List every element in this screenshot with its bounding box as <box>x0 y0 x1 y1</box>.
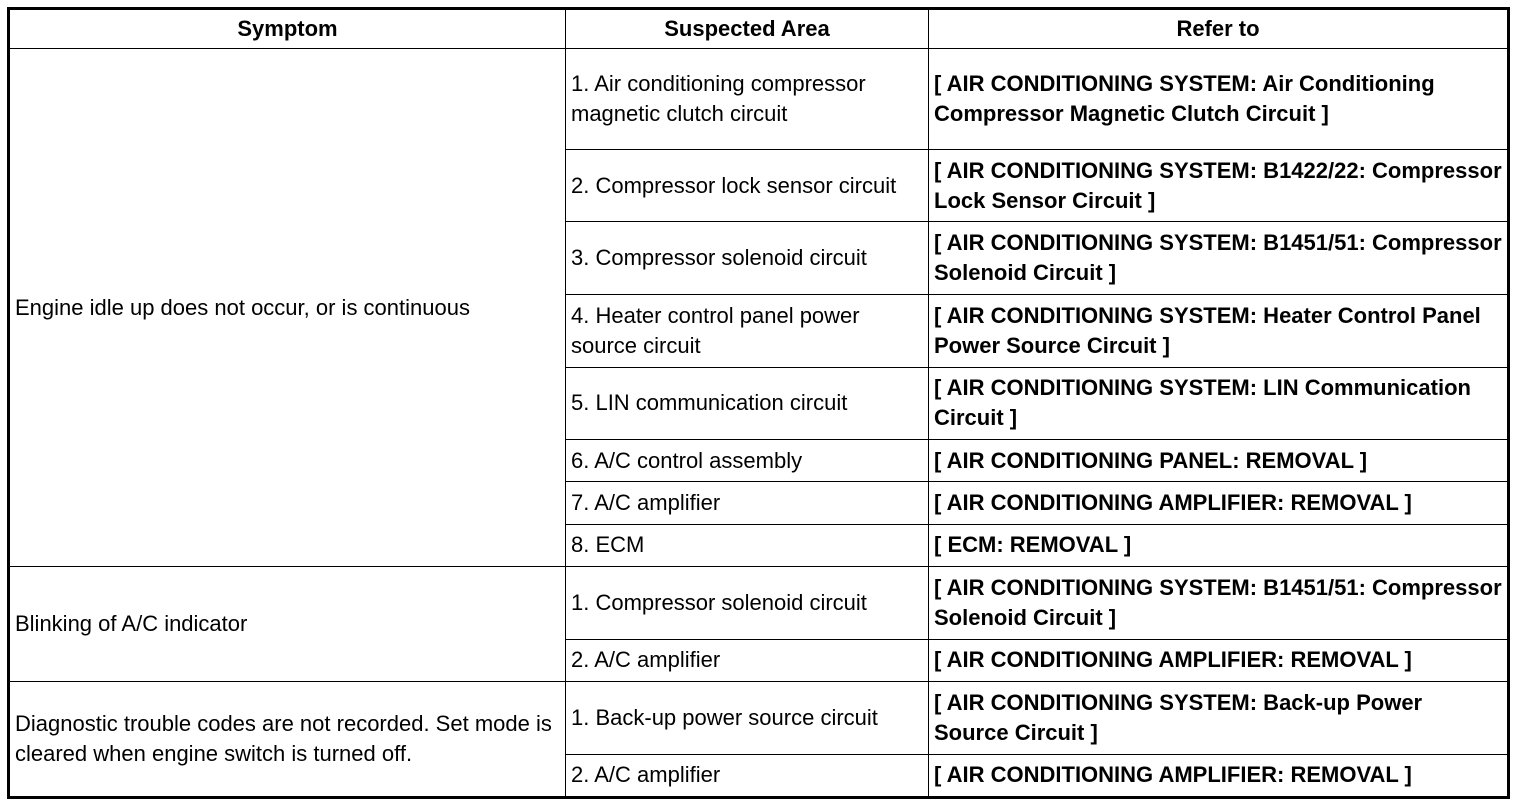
suspected-area-cell: 4. Heater control panel power source cir… <box>565 293 929 368</box>
table-row: 8. ECM [ ECM: REMOVAL ] <box>9 523 1509 568</box>
header-symptom: Symptom <box>8 8 566 49</box>
suspected-area-cell: 5. LIN communication circuit <box>565 366 929 441</box>
refer-to-cell: [ AIR CONDITIONING SYSTEM: Heater Contro… <box>928 293 1509 368</box>
suspected-area-cell: 1. Compressor solenoid circuit <box>565 566 929 640</box>
table-row: 2. A/C amplifier [ AIR CONDITIONING AMPL… <box>9 753 1509 799</box>
header-refer-to: Refer to <box>928 8 1509 49</box>
table-row: 7. A/C amplifier [ AIR CONDITIONING AMPL… <box>9 481 1509 525</box>
refer-to-cell: [ AIR CONDITIONING SYSTEM: B1422/22: Com… <box>928 148 1509 223</box>
table-row: Diagnostic trouble codes are not recorde… <box>8 681 1509 798</box>
refer-to-cell: [ AIR CONDITIONING SYSTEM: Back-up Power… <box>928 681 1509 755</box>
symptom-cell: Engine idle up does not occur, or is con… <box>8 47 566 568</box>
suspected-area-cell: 2. Compressor lock sensor circuit <box>565 148 929 223</box>
suspected-area-cell: 1. Air conditioning compressor magnetic … <box>565 48 929 150</box>
refer-to-cell: [ AIR CONDITIONING PANEL: REMOVAL ] <box>928 439 1509 483</box>
symptom-cell: Diagnostic trouble codes are not recorde… <box>8 681 566 798</box>
refer-to-cell: [ AIR CONDITIONING SYSTEM: Air Condition… <box>928 48 1509 150</box>
refer-to-cell: [ AIR CONDITIONING AMPLIFIER: REMOVAL ] <box>928 753 1509 799</box>
header-suspected-area: Suspected Area <box>565 8 929 49</box>
suspected-area-cell: 8. ECM <box>565 523 929 568</box>
suspected-area-cell: 6. A/C control assembly <box>565 439 929 483</box>
symptom-cell: Blinking of A/C indicator <box>8 566 566 682</box>
table-row: 3. Compressor solenoid circuit [ AIR CON… <box>9 221 1509 295</box>
table-row: 2. Compressor lock sensor circuit [ AIR … <box>9 148 1509 223</box>
suspected-area-cell: 3. Compressor solenoid circuit <box>565 221 929 295</box>
refer-to-cell: [ AIR CONDITIONING AMPLIFIER: REMOVAL ] <box>928 638 1509 683</box>
suspected-area-cell: 2. A/C amplifier <box>565 638 929 683</box>
troubleshooting-table: Symptom Suspected Area Refer to Engine i… <box>7 7 1510 799</box>
table-row: 2. A/C amplifier [ AIR CONDITIONING AMPL… <box>9 638 1509 683</box>
suspected-area-cell: 7. A/C amplifier <box>565 481 929 525</box>
header-row: Symptom Suspected Area Refer to <box>8 8 1509 49</box>
table-row: 4. Heater control panel power source cir… <box>9 293 1509 368</box>
refer-to-cell: [ ECM: REMOVAL ] <box>928 523 1509 568</box>
suspected-area-cell: 2. A/C amplifier <box>565 753 929 799</box>
table-row: Blinking of A/C indicator 1. Compressor … <box>8 566 1509 682</box>
refer-to-cell: [ AIR CONDITIONING SYSTEM: LIN Communica… <box>928 366 1509 441</box>
table-row: Engine idle up does not occur, or is con… <box>8 47 1509 568</box>
table-row: 5. LIN communication circuit [ AIR CONDI… <box>9 366 1509 441</box>
suspected-area-cell: 1. Back-up power source circuit <box>565 681 929 755</box>
refer-to-cell: [ AIR CONDITIONING SYSTEM: B1451/51: Com… <box>928 566 1509 640</box>
refer-to-cell: [ AIR CONDITIONING SYSTEM: B1451/51: Com… <box>928 221 1509 295</box>
refer-to-cell: [ AIR CONDITIONING AMPLIFIER: REMOVAL ] <box>928 481 1509 525</box>
